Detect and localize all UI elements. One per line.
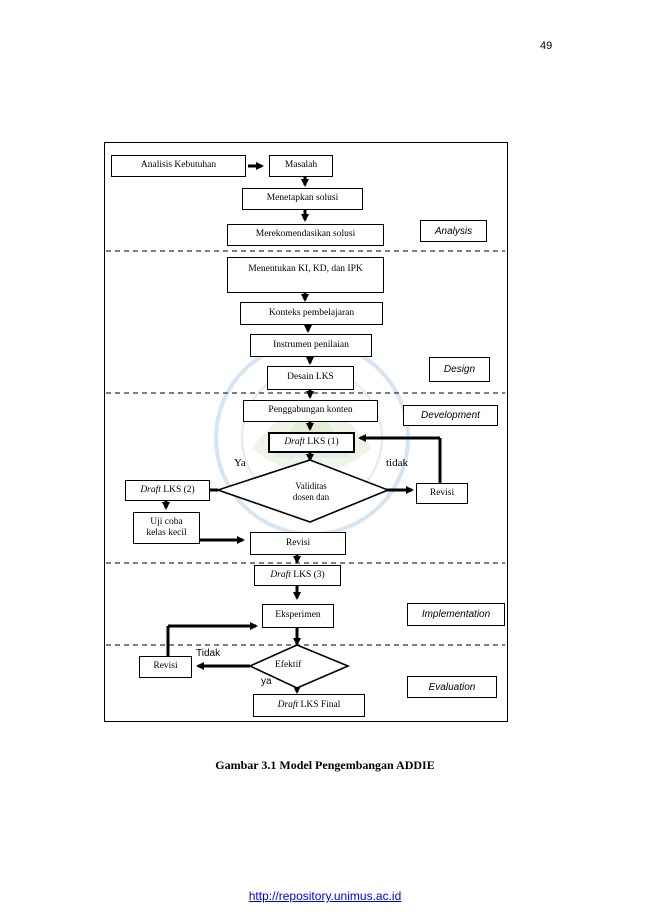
diagram-frame xyxy=(104,142,508,722)
desain-lks-text: Desain LKS xyxy=(287,372,334,383)
menetapkan-solusi-text: Menetapkan solusi xyxy=(266,193,339,204)
phase-development: Development xyxy=(403,405,498,426)
draft-word-3: Draft xyxy=(270,569,291,580)
masalah-text: Masalah xyxy=(284,160,318,171)
validitas-line2: dosen dan xyxy=(292,492,330,503)
draft-lks-final-box: Draft LKS Final xyxy=(253,694,365,717)
phase-implementation: Implementation xyxy=(407,603,505,626)
draft-lks-3-suffix: LKS (3) xyxy=(290,569,325,580)
efektif-label: Efektif xyxy=(275,660,302,670)
draft-lks-1-suffix: LKS (1) xyxy=(304,436,339,447)
konteks-pembelajaran-box: Konteks pembelajaran xyxy=(240,302,383,325)
uji-coba-line1: Uji coba xyxy=(150,516,183,527)
validitas-line1: Validitas xyxy=(295,481,327,491)
phase-design: Design xyxy=(429,357,490,382)
analisis-kebutuhan-text: Analisis Kebutuhan xyxy=(140,160,217,171)
validitas-decision xyxy=(215,459,391,523)
uji-coba-box: Uji coba kelas kecil xyxy=(133,512,200,544)
repository-link[interactable]: http://repository.unimus.ac.id xyxy=(248,889,402,903)
masalah-box: Masalah xyxy=(269,155,333,177)
konteks-pembelajaran-text: Konteks pembelajaran xyxy=(268,307,355,318)
revisi-left-text: Revisi xyxy=(153,661,178,672)
ya2-label: ya xyxy=(261,676,272,687)
draft-lks-final-suffix: LKS Final xyxy=(298,699,341,710)
revisi-left-box: Revisi xyxy=(139,656,192,678)
draft-word-2: Draft xyxy=(140,484,161,495)
draft-lks-2-box: Draft LKS (2) xyxy=(125,480,210,501)
eksperimen-text: Eksperimen xyxy=(275,610,321,621)
revisi-right-text: Revisi xyxy=(429,487,455,498)
menentukan-ki-text: Menentukan KI, KD, dan IPK xyxy=(248,264,363,274)
draft-lks-2-suffix: LKS (2) xyxy=(160,484,195,495)
uji-coba-line2: kelas kecil xyxy=(146,528,187,538)
efektif-decision xyxy=(248,644,351,689)
revisi-middle-box: Revisi xyxy=(250,532,346,555)
draft-lks-3-box: Draft LKS (3) xyxy=(254,565,341,586)
tidak2-label: Tidak xyxy=(196,648,221,659)
draft-lks-1-box: Draft LKS (1) xyxy=(268,432,355,453)
revisi-right-box: Revisi xyxy=(416,483,468,504)
validitas-label: Validitas dosen dan xyxy=(281,481,341,504)
ya-label: Ya xyxy=(234,457,246,469)
eksperimen-box: Eksperimen xyxy=(262,604,334,628)
penggabungan-konten-box: Penggabungan konten xyxy=(243,400,378,422)
desain-lks-box: Desain LKS xyxy=(267,366,354,390)
figure-caption: Gambar 3.1 Model Pengembangan ADDIE xyxy=(215,758,435,772)
penggabungan-konten-text: Penggabungan konten xyxy=(268,405,353,416)
draft-word-final: Draft xyxy=(277,699,299,710)
revisi-middle-text: Revisi xyxy=(285,537,311,548)
analisis-kebutuhan-box: Analisis Kebutuhan xyxy=(111,155,246,177)
merekomendasikan-solusi-box: Merekomendasikan solusi xyxy=(227,224,384,246)
menentukan-ki-box: Menentukan KI, KD, dan IPK xyxy=(227,257,384,293)
tidak-label: tidak xyxy=(386,457,408,469)
draft-word-1: Draft xyxy=(284,436,305,447)
instrumen-penilaian-box: Instrumen penilaian xyxy=(250,334,372,357)
page-number: 49 xyxy=(540,40,553,52)
phase-analysis: Analysis xyxy=(420,220,487,242)
instrumen-penilaian-text: Instrumen penilaian xyxy=(273,339,349,350)
merekomendasikan-solusi-text: Merekomendasikan solusi xyxy=(255,229,356,240)
menetapkan-solusi-box: Menetapkan solusi xyxy=(242,188,363,210)
phase-evaluation: Evaluation xyxy=(407,676,497,698)
